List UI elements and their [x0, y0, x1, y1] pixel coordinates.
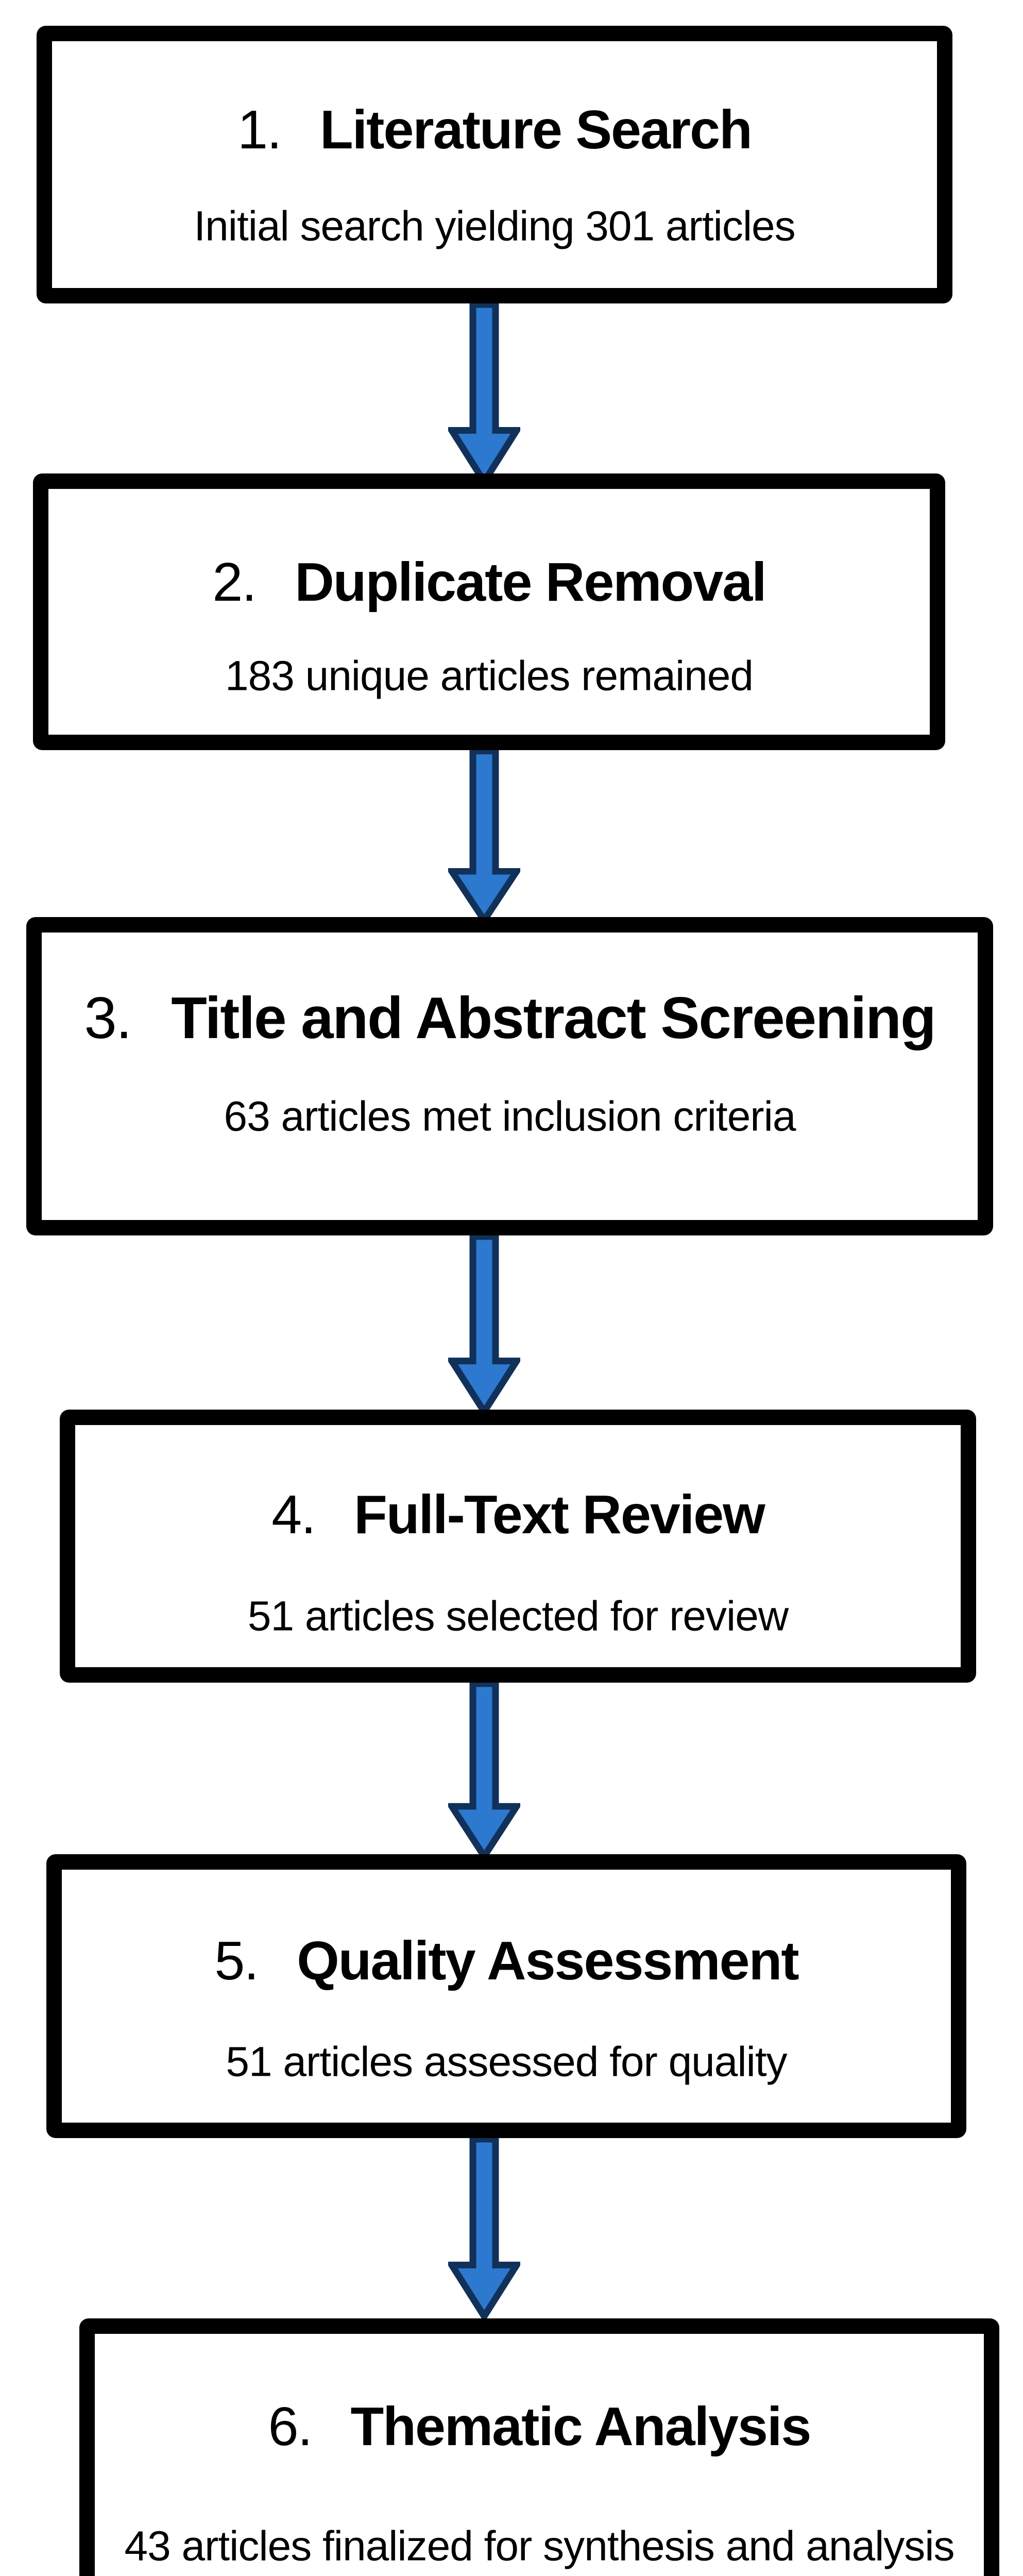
step-4-title: 4. Full-Text Review — [75, 1487, 961, 1542]
step-box-5: 5. Quality Assessment 51 articles assess… — [46, 1854, 966, 2138]
step-2-name: Duplicate Removal — [295, 552, 766, 613]
step-4-number: 4. — [271, 1484, 316, 1545]
step-6-title: 6. Thematic Analysis — [95, 2399, 984, 2454]
step-1-name: Literature Search — [319, 99, 753, 161]
step-box-3: 3. Title and Abstract Screening 63 artic… — [26, 917, 993, 1235]
step-box-2: 2. Duplicate Removal 183 unique articles… — [33, 473, 945, 750]
step-5-number: 5. — [214, 1930, 259, 1991]
step-6-number: 6. — [268, 2396, 313, 2457]
down-arrow-icon — [448, 1683, 520, 1859]
down-arrow-icon — [448, 2138, 520, 2319]
step-6-name: Thematic Analysis — [350, 2396, 811, 2457]
step-1-title: 1. Literature Search — [52, 103, 937, 157]
step-2-number: 2. — [212, 552, 257, 613]
step-box-1: 1. Literature Search Initial search yiel… — [37, 26, 952, 303]
step-2-subtitle: 183 unique articles remained — [225, 652, 754, 699]
down-arrow-icon — [448, 750, 520, 923]
step-2-title: 2. Duplicate Removal — [48, 555, 930, 609]
step-3-title: 3. Title and Abstract Screening — [42, 989, 978, 1048]
step-box-4: 4. Full-Text Review 51 articles selected… — [60, 1410, 976, 1683]
step-3-number: 3. — [84, 986, 132, 1052]
step-5-title: 5. Quality Assessment — [62, 1934, 951, 1988]
step-5-subtitle: 51 articles assessed for quality — [226, 2038, 787, 2086]
step-3-subtitle: 63 articles met inclusion criteria — [224, 1093, 796, 1140]
step-6-subtitle: 43 articles finalized for synthesis and … — [124, 2522, 954, 2570]
step-4-subtitle: 51 articles selected for review — [247, 1592, 789, 1640]
down-arrow-icon — [448, 303, 520, 485]
step-4-name: Full-Text Review — [354, 1484, 765, 1545]
step-box-6: 6. Thematic Analysis 43 articles finaliz… — [79, 2318, 999, 2576]
step-1-subtitle: Initial search yielding 301 articles — [194, 202, 795, 250]
step-3-name: Title and Abstract Screening — [171, 986, 936, 1052]
step-1-number: 1. — [237, 99, 282, 161]
step-5-name: Quality Assessment — [297, 1930, 799, 1991]
down-arrow-icon — [448, 1235, 520, 1415]
